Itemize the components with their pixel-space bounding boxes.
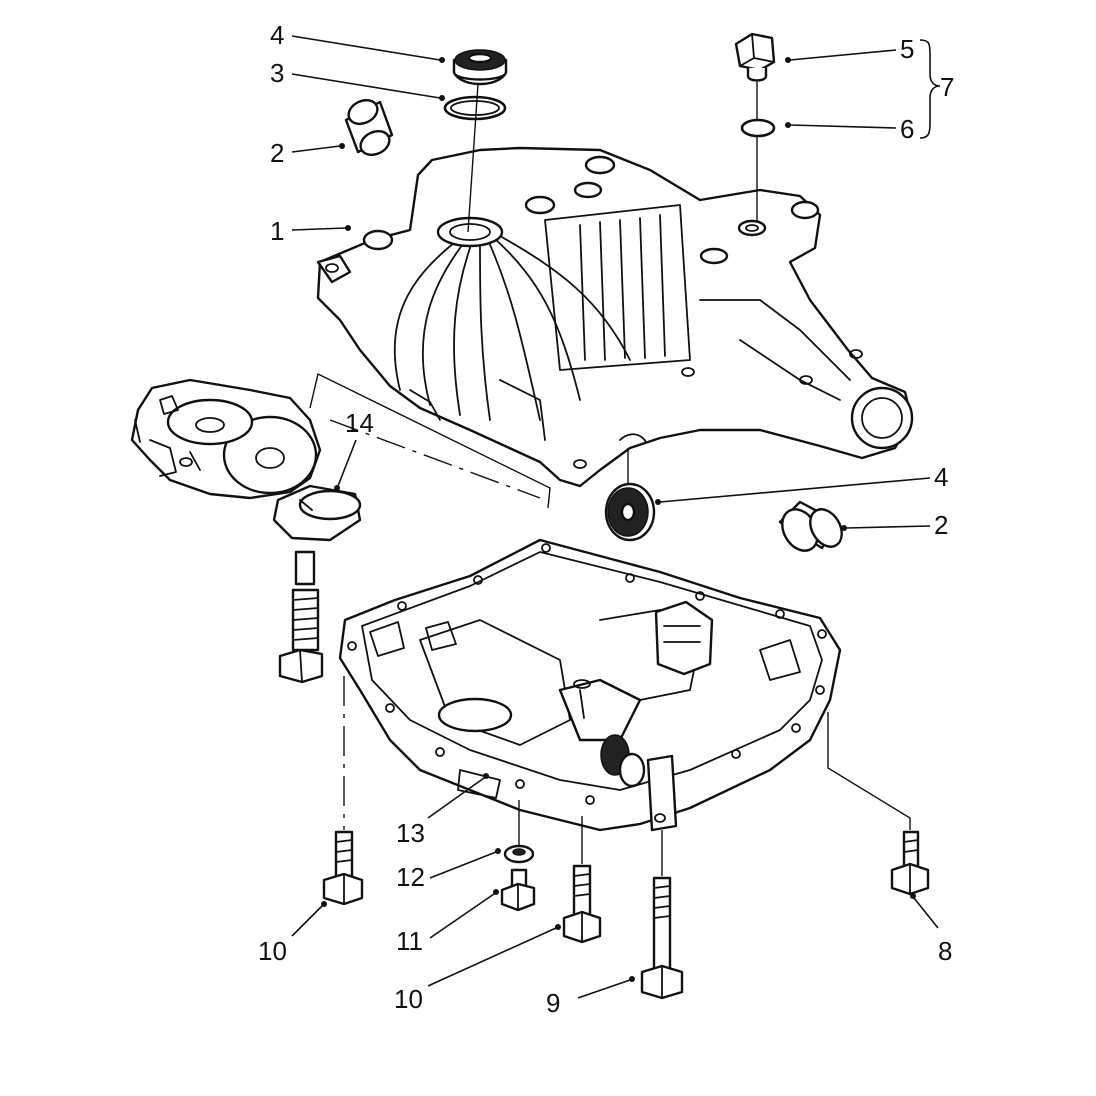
seal-upper [452, 49, 508, 86]
callout-2-lower: 2 [934, 510, 948, 540]
callout-7: 7 [940, 72, 954, 102]
bushing-upper [344, 98, 394, 157]
o-ring [740, 118, 776, 138]
assembly-centerline [329, 419, 541, 499]
bolt-9 [640, 830, 684, 1000]
bolt-10-left [322, 676, 364, 906]
bolt-8 [827, 712, 930, 896]
seal-lower [604, 448, 656, 542]
upper-housing [316, 146, 914, 488]
callout-13: 13 [396, 818, 425, 848]
callout-11: 11 [396, 926, 423, 956]
callout-10-left: 10 [258, 936, 287, 966]
callout-1: 1 [270, 216, 284, 246]
drain-washer [503, 844, 535, 864]
callout-4-lower: 4 [934, 462, 948, 492]
callout-3: 3 [270, 58, 284, 88]
callout-4-upper: 4 [270, 20, 284, 50]
bolt-10-center [562, 816, 602, 944]
filter-valve [272, 484, 362, 684]
group-brace [919, 39, 941, 139]
charge-pump-assembly [130, 378, 322, 500]
callout-14: 14 [345, 408, 374, 438]
vent-plug [734, 32, 776, 82]
callout-12: 12 [396, 862, 425, 892]
assembly-bracket [309, 372, 551, 509]
axis-upper-seal [467, 83, 479, 233]
callout-9: 9 [546, 988, 560, 1018]
lower-housing [338, 538, 842, 832]
drain-plug [500, 868, 536, 912]
callout-8: 8 [938, 936, 952, 966]
callout-6: 6 [900, 114, 914, 144]
snap-ring [443, 95, 507, 121]
bushing-lower [778, 500, 843, 552]
leader-lines [291, 35, 939, 999]
callout-10-center: 10 [394, 984, 423, 1014]
callout-5: 5 [900, 34, 914, 64]
callout-2-upper: 2 [270, 138, 284, 168]
